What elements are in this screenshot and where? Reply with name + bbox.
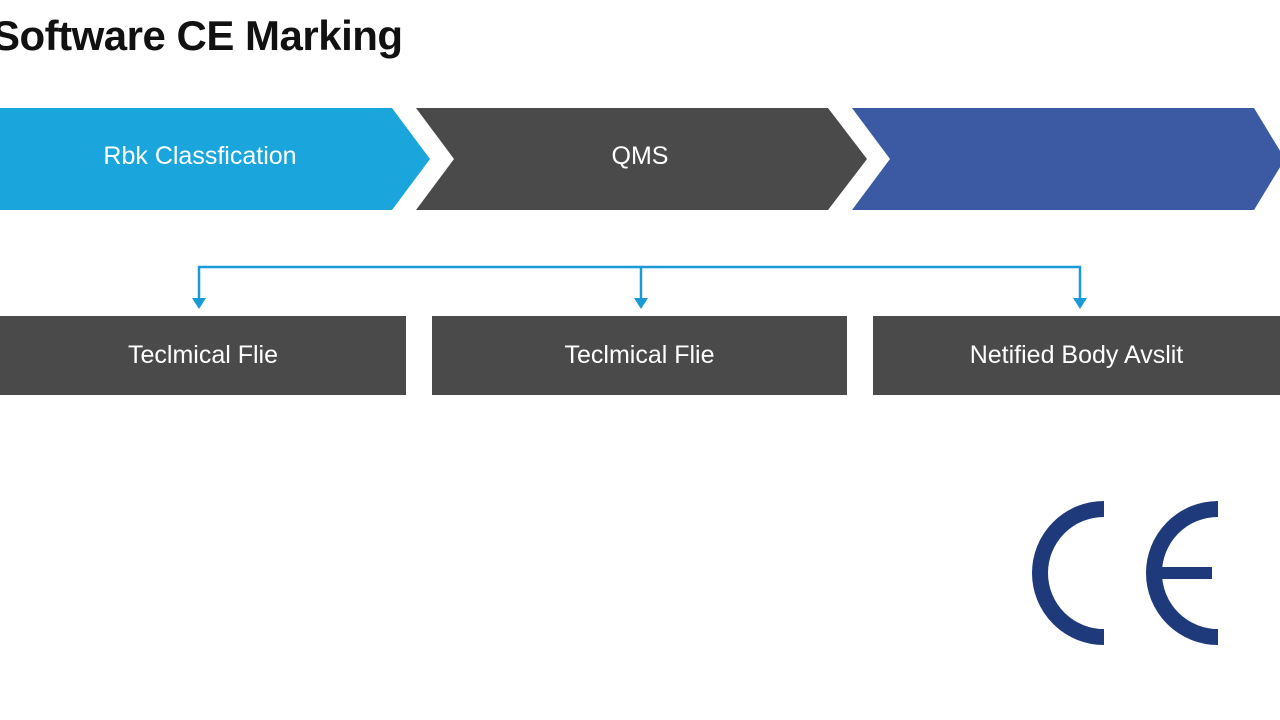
connector-lines	[192, 265, 1087, 309]
deliverable-label-2: Teclmical Flie	[564, 341, 715, 369]
deliverable-label-1: Teclmical Flie	[127, 341, 279, 369]
arrow-down-icon	[634, 298, 648, 309]
step-chevron-1	[0, 108, 430, 210]
deliverable-box-3: Netified Body Avslit	[873, 316, 1280, 395]
process-chevrons	[0, 108, 1280, 210]
step-chevron-3	[852, 108, 1280, 210]
arrow-down-icon	[192, 298, 206, 309]
step-chevron-2	[416, 108, 867, 210]
deliverable-box-2: Teclmical Flie	[432, 316, 847, 395]
connector-bracket	[197, 265, 1082, 300]
deliverable-label-3: Netified Body Avslit	[969, 341, 1184, 369]
arrow-down-icon	[1073, 298, 1087, 309]
step-label-1: Rbk Classfication	[103, 142, 297, 170]
ce-mark-icon	[1032, 501, 1219, 645]
page-title: Software CE Marking	[0, 12, 403, 59]
deliverable-box-1: Teclmical Flie	[0, 316, 406, 395]
step-label-2: QMS	[611, 142, 669, 170]
